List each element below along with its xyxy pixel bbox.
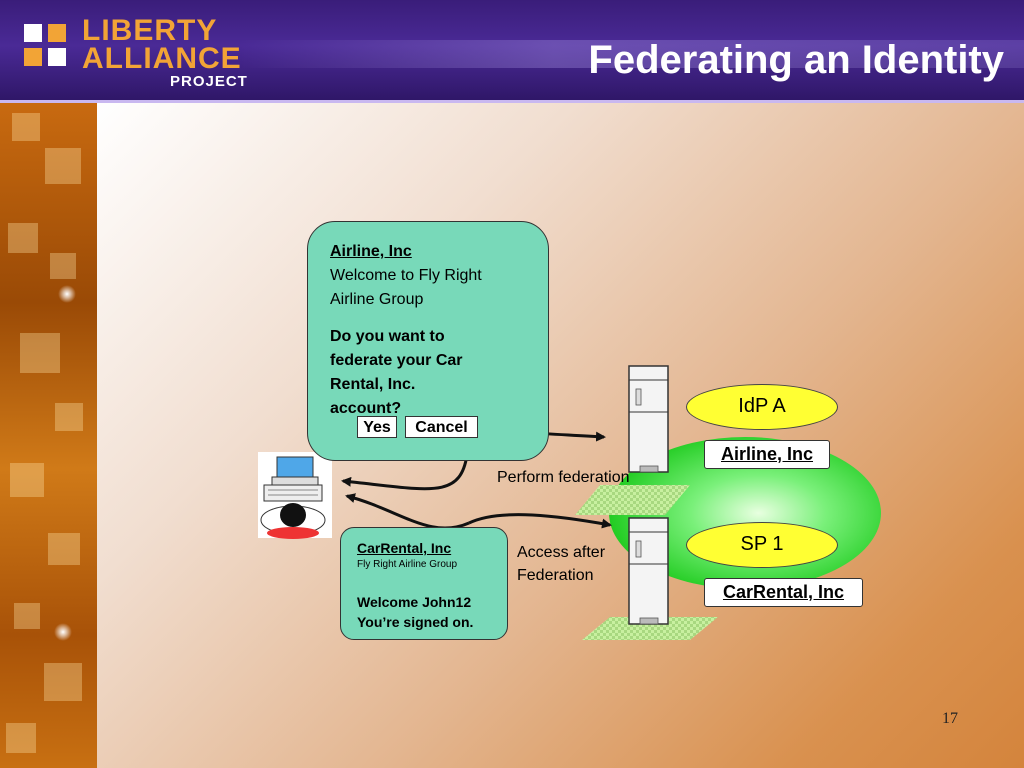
decor-tile: [20, 333, 60, 373]
decor-tile: [6, 723, 36, 753]
sp-name-box: CarRental, Inc: [704, 578, 863, 607]
decor-tile: [14, 603, 40, 629]
signed-on-box: [340, 527, 508, 640]
yes-button[interactable]: Yes: [357, 416, 397, 438]
arrow-to-user-2: [345, 493, 470, 530]
header-stripe: [240, 40, 1024, 68]
server-icon: [628, 365, 669, 473]
access-after-label: Federation: [517, 567, 594, 584]
dialog-question-line: Rental, Inc.: [330, 376, 416, 393]
server-shadow-bottom: [582, 617, 718, 640]
logo-square-icon: [24, 24, 42, 42]
decor-tile: [50, 253, 76, 279]
slide-title: Federating an Identity: [588, 38, 1004, 82]
decorative-strip: [0, 103, 97, 768]
signed-on-title: CarRental, Inc: [357, 540, 452, 556]
header-divider: [0, 100, 1024, 103]
sparkle-icon: [58, 285, 76, 303]
cancel-button[interactable]: Cancel: [405, 416, 478, 438]
dialog-welcome-line: Welcome to Fly Right: [330, 267, 482, 284]
logo-square-icon: [48, 48, 66, 66]
arrow-to-sp: [468, 513, 612, 529]
sp-oval: SP 1: [686, 522, 838, 568]
perform-federation-label: Perform federation: [497, 469, 630, 486]
signed-on-line: Welcome John12: [357, 594, 472, 610]
decor-tile: [10, 463, 44, 497]
dialog-question-line: federate your Car: [330, 352, 463, 369]
logo-liberty: LIBERTY: [82, 14, 218, 47]
logo-project: PROJECT: [170, 73, 248, 90]
decor-tile: [44, 663, 82, 701]
sparkle-icon: [54, 623, 72, 641]
header-bar: [0, 0, 1024, 102]
decor-tile: [12, 113, 40, 141]
arrow-to-user: [341, 454, 469, 491]
logo-square-icon: [24, 48, 42, 66]
signed-on-subtitle: Fly Right Airline Group: [357, 559, 458, 570]
decor-tile: [8, 223, 38, 253]
signed-on-line: You’re signed on.: [357, 614, 474, 630]
dialog-title: Airline, Inc: [330, 243, 412, 260]
idp-oval: IdP A: [686, 384, 838, 430]
server-icon: [628, 517, 669, 625]
idp-name-box: Airline, Inc: [704, 440, 830, 469]
access-after-label: Access after: [517, 544, 606, 561]
server-shadow-top: [575, 485, 690, 515]
decor-tile: [48, 533, 80, 565]
logo-alliance: ALLIANCE: [82, 42, 242, 75]
dialog-welcome-line: Airline Group: [330, 291, 424, 308]
page-number: 17: [942, 710, 958, 727]
dialog-question-line: Do you want to: [330, 328, 445, 345]
decor-tile: [45, 148, 81, 184]
decor-tile: [55, 403, 83, 431]
logo-square-icon: [48, 24, 66, 42]
user-at-computer-icon: [258, 452, 332, 539]
dialog-question-line: account?: [330, 400, 402, 417]
